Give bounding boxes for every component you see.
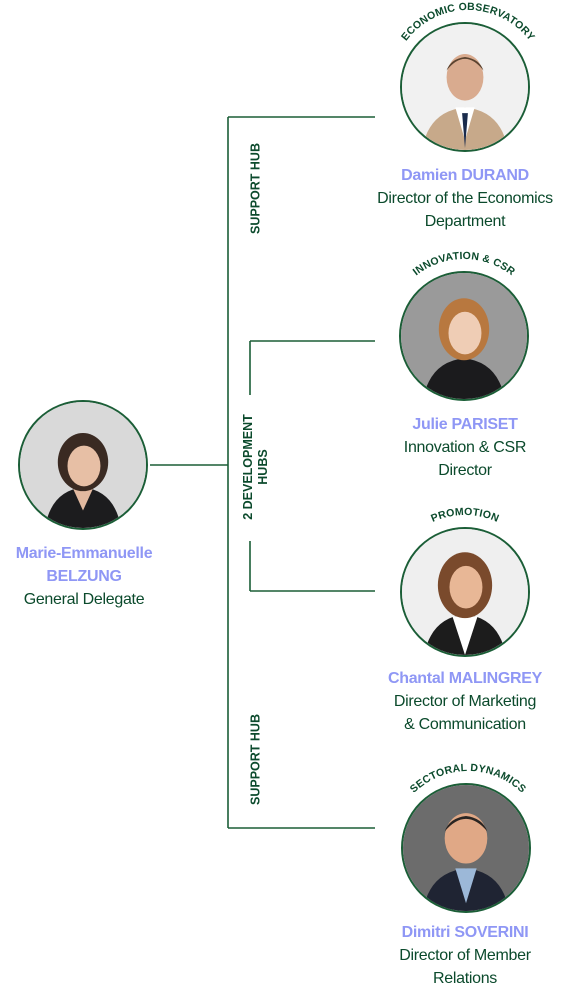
member-1-role-line1: Director of the Economics: [377, 190, 553, 207]
hub-label-development: 2 DEVELOPMENT HUBS: [241, 407, 271, 527]
member-1-name: Damien DURAND: [401, 167, 529, 184]
member-1-info: Damien DURAND Director of the Economics …: [360, 164, 570, 233]
member-4-name: Dimitri SOVERINI: [401, 924, 529, 941]
member-1-role-line2: Department: [424, 213, 506, 230]
avatar-member-1: [400, 22, 530, 152]
avatar-member-3: [400, 527, 530, 657]
avatar-root: [18, 400, 148, 530]
member-3-role-line1: Director of Marketing: [393, 693, 537, 710]
member-4-role-line1: Director of Member: [399, 947, 531, 964]
root-role: General Delegate: [23, 591, 145, 608]
avatar-member-4: [401, 783, 531, 913]
department-label-3: PROMOTION: [429, 506, 500, 525]
member-3-info: Chantal MALINGREY Director of Marketing …: [360, 667, 570, 736]
avatar-member-2: [399, 271, 529, 401]
member-2-name: Julie PARISET: [412, 416, 518, 433]
member-4-role-line2: Relations: [432, 970, 497, 987]
hub-label-support-bottom: SUPPORT HUB: [248, 714, 263, 805]
root-person: Marie-Emmanuelle BELZUNG General Delegat…: [0, 542, 168, 611]
member-4-info: Dimitri SOVERINI Director of Member Rela…: [360, 921, 570, 990]
svg-text:PROMOTION: PROMOTION: [429, 506, 500, 525]
member-2-role-line1: Innovation & CSR: [403, 439, 527, 456]
member-2-role-line2: Director: [438, 462, 492, 479]
dev-bracket: [249, 340, 375, 592]
member-3-name: Chantal MALINGREY: [387, 670, 543, 687]
hub-label-support-top: SUPPORT HUB: [248, 143, 263, 234]
root-name-line1: Marie-Emmanuelle: [15, 545, 153, 562]
member-2-info: Julie PARISET Innovation & CSR Director: [360, 413, 570, 482]
member-3-role-line2: & Communication: [404, 716, 526, 733]
hub-label-development-line2: HUBS: [256, 449, 270, 485]
root-name-line2: BELZUNG: [46, 568, 122, 585]
hub-label-development-line1: 2 DEVELOPMENT: [241, 414, 255, 520]
